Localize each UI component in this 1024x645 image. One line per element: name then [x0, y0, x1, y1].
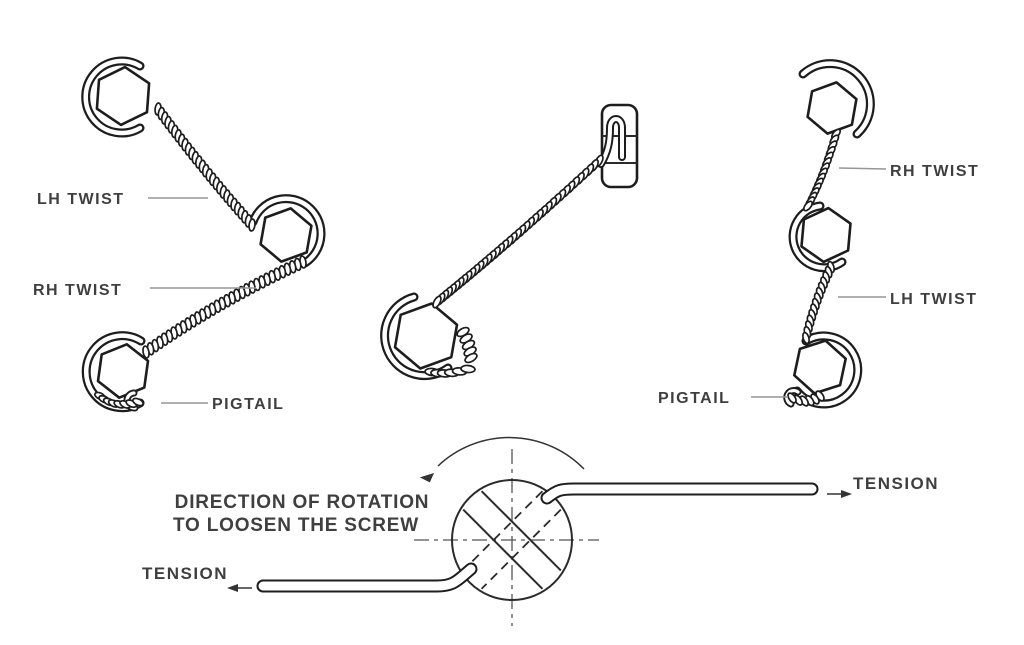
rh-twist-label-left: RH TWIST [33, 282, 122, 299]
screw-slot-line [480, 490, 562, 572]
rotation-caption-line2: TO LOOSEN THE SCREW [173, 515, 419, 536]
pigtail-wire [787, 390, 825, 407]
rotation-arrowhead-icon [419, 473, 434, 483]
rotation-caption-line1: DIRECTION OF ROTATION [175, 492, 430, 513]
hex-bolt-head [96, 342, 150, 400]
wire-twist-bead [464, 352, 478, 364]
tension-label-right: TENSION [853, 474, 939, 493]
screw-head-detail [227, 436, 852, 626]
wire-twist-bead [132, 397, 144, 407]
tension-label-left: TENSION [142, 564, 228, 583]
wire-twist-bead [460, 364, 476, 374]
safety-wire-tube-right-inner [542, 484, 817, 503]
wire-twist-bead [432, 295, 442, 309]
leader-rh-twist-right [838, 167, 887, 170]
middle-figure-bolt-run [380, 103, 639, 381]
hidden-wire-line [480, 508, 562, 590]
rh-twist-wire [802, 128, 842, 212]
wire-twist-bead [248, 218, 256, 232]
leader-lines [148, 167, 887, 404]
safety-wire-tubes [256, 482, 819, 593]
pigtail-wire [456, 326, 478, 364]
left-figure-bolt-run [81, 56, 326, 413]
rh-twist-wire [142, 255, 307, 359]
lh-twist-wire [154, 102, 256, 232]
lh-twist-wire [802, 260, 835, 345]
lh-twist-label-right: LH TWIST [890, 291, 978, 308]
wire-through-tab-inner [599, 117, 624, 166]
hex-bolt-head [95, 65, 151, 127]
hidden-wire-line [462, 490, 544, 572]
screw-head-circle [451, 479, 573, 601]
safety-wire-tube-left-inner [258, 564, 476, 591]
pigtail-wire [94, 391, 144, 409]
wire-twist-bead [802, 200, 814, 212]
hex-bolt-head [800, 206, 852, 264]
screw-slot-line [462, 508, 544, 590]
pigtail-wire [424, 364, 476, 378]
hex-bolt-head [806, 81, 858, 135]
twisted-wire-run [432, 154, 604, 309]
pigtail-label-right: PIGTAIL [658, 390, 730, 407]
hex-bolt-head [792, 339, 848, 395]
hex-bolt-head [393, 302, 459, 370]
pigtail-label-left: PIGTAIL [212, 396, 284, 413]
hex-bolt-head [259, 207, 313, 263]
wire-loop-inner [83, 58, 143, 136]
wire-loop-inner [250, 196, 324, 266]
tension-left-arrowhead-icon [227, 584, 238, 592]
wire-twist-bead [787, 392, 797, 404]
lh-twist-label-left: LH TWIST [37, 191, 125, 208]
wire-twist-bead [802, 331, 810, 345]
wire-loop-inner [800, 61, 873, 137]
rh-twist-label-right: RH TWIST [890, 163, 979, 180]
right-figure-bolt-run [783, 59, 875, 409]
tension-right-arrowhead-icon [841, 490, 852, 498]
wire-twist-bead [142, 345, 150, 359]
rotation-arc [437, 436, 585, 470]
